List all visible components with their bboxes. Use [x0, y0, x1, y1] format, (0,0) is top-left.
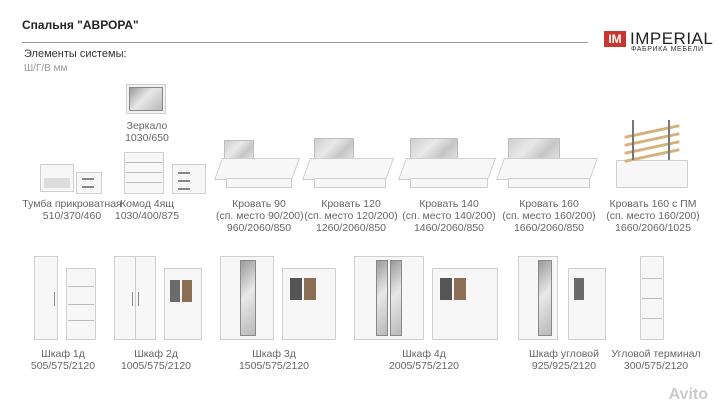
- wardrobe-4-door-label: Шкаф 4д 2005/575/2120: [388, 348, 460, 372]
- bed-140-label: Кровать 140 (сп. место 140/200) 1460/206…: [402, 198, 496, 234]
- wardrobe-3-door-image: [220, 256, 338, 340]
- wardrobe-3-door-label: Шкаф 3д 1505/575/2120: [238, 348, 310, 372]
- corner-wardrobe-label: Шкаф угловой 925/925/2120: [529, 348, 599, 372]
- bed-160-label: Кровать 160 (сп. место 160/200) 1660/206…: [502, 198, 596, 234]
- bed-90-label: Кровать 90 (сп. место 90/200) 960/2060/8…: [216, 198, 304, 234]
- corner-terminal-label: Угловой терминал 300/575/2120: [611, 348, 701, 372]
- wardrobe-2-door-image: [114, 256, 202, 340]
- bed-160-lift-image: [612, 120, 690, 194]
- nightstand-image: [40, 164, 102, 194]
- logo-mark: IM: [604, 31, 626, 47]
- bed-160-lift-label: Кровать 160 с ПМ (сп. место 160/200) 166…: [606, 198, 700, 234]
- header-divider: [22, 42, 588, 43]
- page-title: Спальня "АВРОРА": [22, 18, 139, 32]
- wardrobe-4-door-image: [354, 256, 498, 340]
- corner-terminal-image: [640, 256, 666, 340]
- dresser-label: Комод 4ящ 1030/400/875: [114, 198, 180, 222]
- wardrobe-1-door-label: Шкаф 1д 505/575/2120: [30, 348, 96, 372]
- bed-140-image: [397, 138, 497, 194]
- dresser-image: [124, 152, 206, 194]
- mirror-label: Зеркало 1030/650: [125, 120, 169, 144]
- logo-brand: IMPERIAL: [630, 29, 714, 48]
- bed-160-image: [495, 138, 599, 194]
- brand-logo: IM IMPERIAL ФАБРИКА МЕБЕЛИ: [604, 28, 713, 54]
- logo-subtitle: ФАБРИКА МЕБЕЛИ: [631, 46, 704, 53]
- section-subtitle: Элементы системы:: [24, 48, 127, 60]
- corner-wardrobe-image: [518, 256, 608, 340]
- dimensions-legend: Ш/Г/В мм: [24, 63, 68, 74]
- bed-90-image: [213, 140, 301, 194]
- wardrobe-1-door-image: [34, 256, 98, 340]
- nightstand-label: Тумба прикроватная 510/370/460: [22, 198, 122, 222]
- bed-120-label: Кровать 120 (сп. место 120/200) 1260/206…: [304, 198, 398, 234]
- wardrobe-2-door-label: Шкаф 2д 1005/575/2120: [120, 348, 192, 372]
- mirror-image: [126, 84, 166, 114]
- bed-120-image: [301, 138, 395, 194]
- watermark: Avito: [668, 386, 708, 403]
